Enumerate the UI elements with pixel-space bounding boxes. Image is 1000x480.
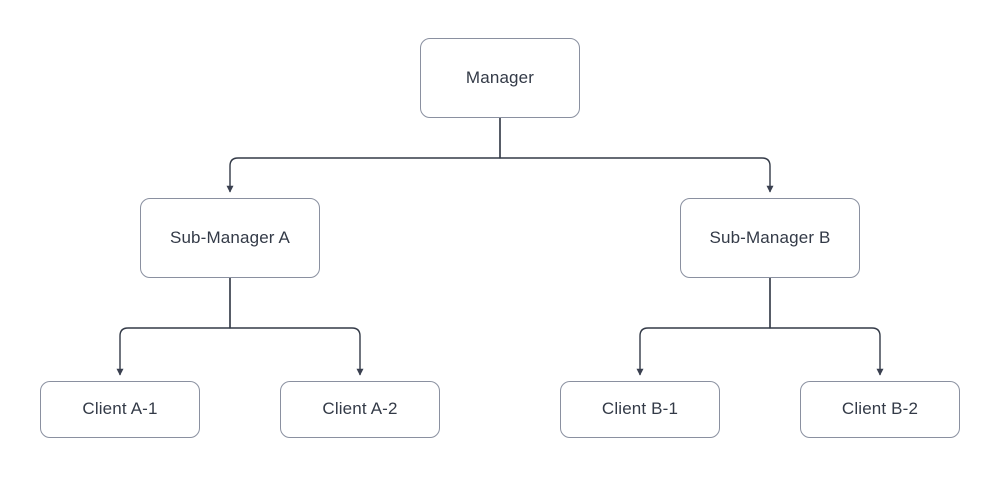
edge-sub-manager-b-to-client-b-2 [769, 278, 884, 376]
node-manager[interactable]: Manager [420, 38, 580, 118]
node-manager-label: Manager [465, 67, 535, 87]
node-client-b-2-label: Client B-2 [841, 399, 919, 419]
node-sub-manager-a-label: Sub-Manager A [169, 227, 291, 247]
node-client-b-2[interactable]: Client B-2 [800, 381, 960, 438]
edge-sub-manager-b-to-client-b-1 [636, 278, 771, 376]
node-sub-manager-a[interactable]: Sub-Manager A [140, 198, 320, 278]
node-client-b-1-label: Client B-1 [601, 399, 679, 419]
edge-manager-to-sub-manager-b [499, 118, 774, 193]
node-client-a-2-label: Client A-2 [322, 399, 398, 419]
node-sub-manager-b-label: Sub-Manager B [709, 227, 831, 247]
node-sub-manager-b[interactable]: Sub-Manager B [680, 198, 860, 278]
edge-sub-manager-a-to-client-a-1 [116, 278, 231, 376]
node-client-a-1[interactable]: Client A-1 [40, 381, 200, 438]
node-client-b-1[interactable]: Client B-1 [560, 381, 720, 438]
edge-sub-manager-a-to-client-a-2 [229, 278, 364, 376]
node-client-a-2[interactable]: Client A-2 [280, 381, 440, 438]
node-client-a-1-label: Client A-1 [82, 399, 158, 419]
edge-manager-to-sub-manager-a [226, 118, 501, 193]
